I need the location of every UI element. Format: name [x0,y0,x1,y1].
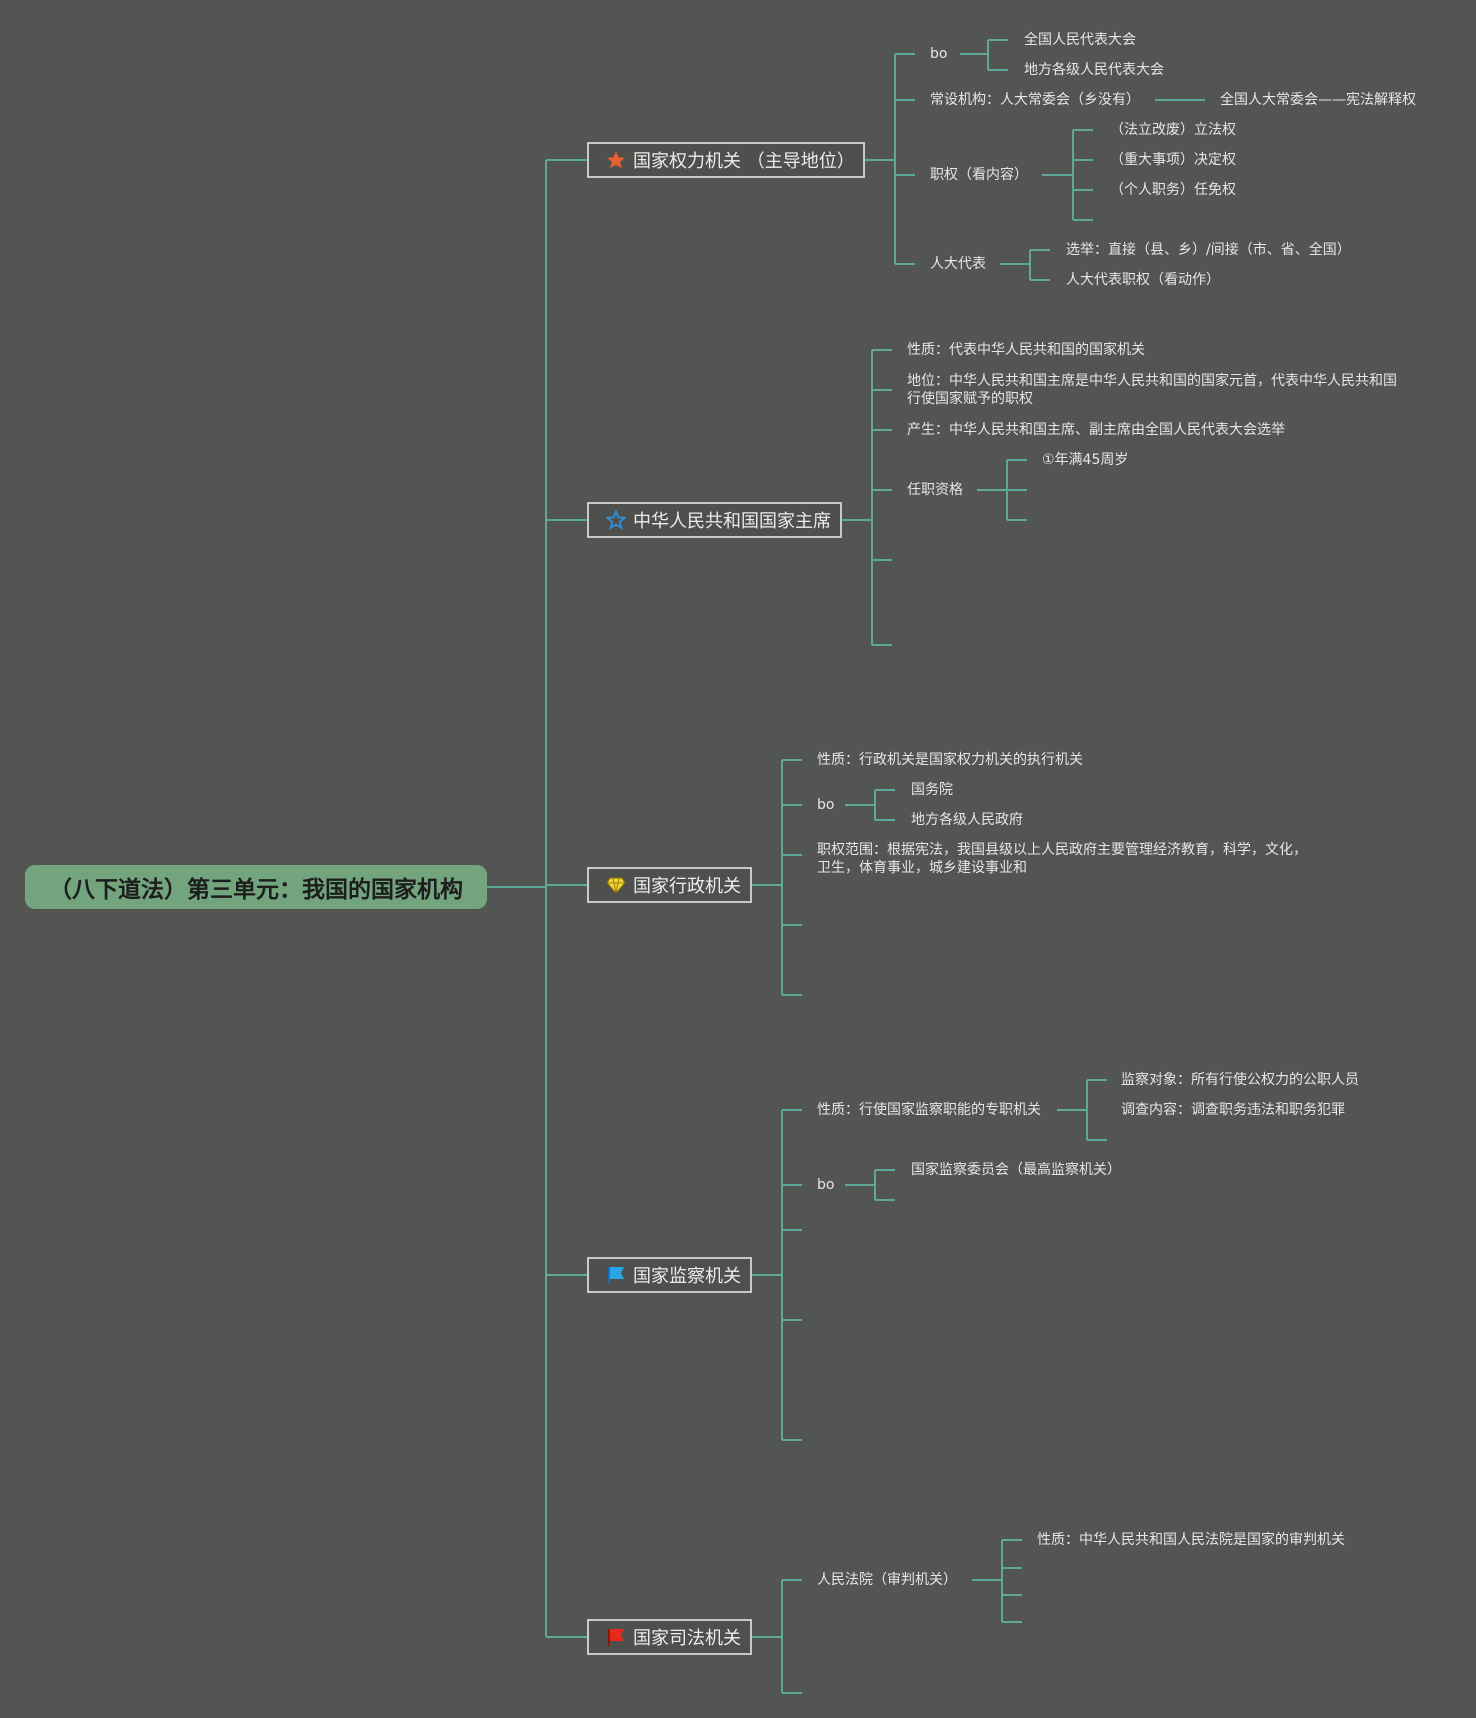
branch-label: 国家权力机关 （主导地位） [633,151,855,172]
node-peoples-court[interactable]: 人民法院（审判机关） [817,1572,957,1588]
node-decision-power[interactable]: （重大事项）决定权 [1110,152,1236,168]
node-admin-nature[interactable]: 性质：行政机关是国家权力机关的执行机关 [817,752,1083,768]
node-bo[interactable]: bo [930,46,948,62]
node-supervisory-nature[interactable]: 性质：行使国家监察职能的专职机关 [817,1102,1041,1118]
node-election[interactable]: 选举：直接（县、乡）/间接（市、省、全国） [1066,242,1351,258]
node-qualification[interactable]: 任职资格 [907,482,963,498]
node-appointment-power[interactable]: （个人职务）任免权 [1110,182,1236,198]
node-legislative-power[interactable]: （法立改废）立法权 [1110,122,1236,138]
node-bo[interactable]: bo [817,1177,835,1193]
node-npc-standing-committee[interactable]: 全国人大常委会——宪法解释权 [1220,92,1416,108]
node-admin-scope[interactable]: 职权范围：根据宪法，我国县级以上人民政府主要管理经济教育，科学，文化，卫生，体育… [817,842,1307,876]
blue-flag-icon [605,1264,627,1286]
branch-administrative-organ[interactable]: 国家行政机关 [587,867,752,903]
red-flag-icon [605,1626,627,1648]
node-deputy-powers[interactable]: 人大代表职权（看动作） [1066,272,1220,288]
node-local-congress[interactable]: 地方各级人民代表大会 [1024,62,1164,78]
node-bo[interactable]: bo [817,797,835,813]
node-president-nature[interactable]: 性质：代表中华人民共和国的国家机关 [907,342,1145,358]
node-president-status[interactable]: 地位：中华人民共和国主席是中华人民共和国的国家元首，代表中华人民共和国行使国家赋… [907,373,1397,407]
branch-label: 国家司法机关 [633,1628,741,1649]
orange-star-icon [605,149,627,171]
branch-president[interactable]: 中华人民共和国国家主席 [587,502,842,538]
node-court-nature[interactable]: 性质：中华人民共和国人民法院是国家的审判机关 [1037,1532,1345,1548]
node-standing-body[interactable]: 常设机构：人大常委会（乡没有） [930,92,1140,108]
node-local-government[interactable]: 地方各级人民政府 [911,812,1023,828]
yellow-gem-icon [605,874,627,896]
branch-supervisory-organ[interactable]: 国家监察机关 [587,1257,752,1293]
branch-judicial-organ[interactable]: 国家司法机关 [587,1619,752,1655]
node-age-requirement[interactable]: ①年满45周岁 [1042,452,1129,468]
node-supervision-target[interactable]: 监察对象：所有行使公权力的公职人员 [1121,1072,1359,1088]
node-powers[interactable]: 职权（看内容） [930,167,1028,183]
node-state-council[interactable]: 国务院 [911,782,953,798]
branch-power-organ[interactable]: 国家权力机关 （主导地位） [587,142,865,178]
branch-label: 中华人民共和国国家主席 [633,511,831,532]
node-president-origin[interactable]: 产生：中华人民共和国主席、副主席由全国人民代表大会选举 [907,422,1285,438]
node-deputies[interactable]: 人大代表 [930,256,986,272]
root-topic[interactable]: （八下道法）第三单元：我国的国家机构 [25,865,487,909]
branch-label: 国家监察机关 [633,1266,741,1287]
node-npc[interactable]: 全国人民代表大会 [1024,32,1136,48]
branch-label: 国家行政机关 [633,876,741,897]
blue-star-outline-icon [605,509,627,531]
node-investigation-content[interactable]: 调查内容：调查职务违法和职务犯罪 [1121,1102,1345,1118]
node-national-supervisory-commission[interactable]: 国家监察委员会（最高监察机关） [911,1162,1121,1178]
